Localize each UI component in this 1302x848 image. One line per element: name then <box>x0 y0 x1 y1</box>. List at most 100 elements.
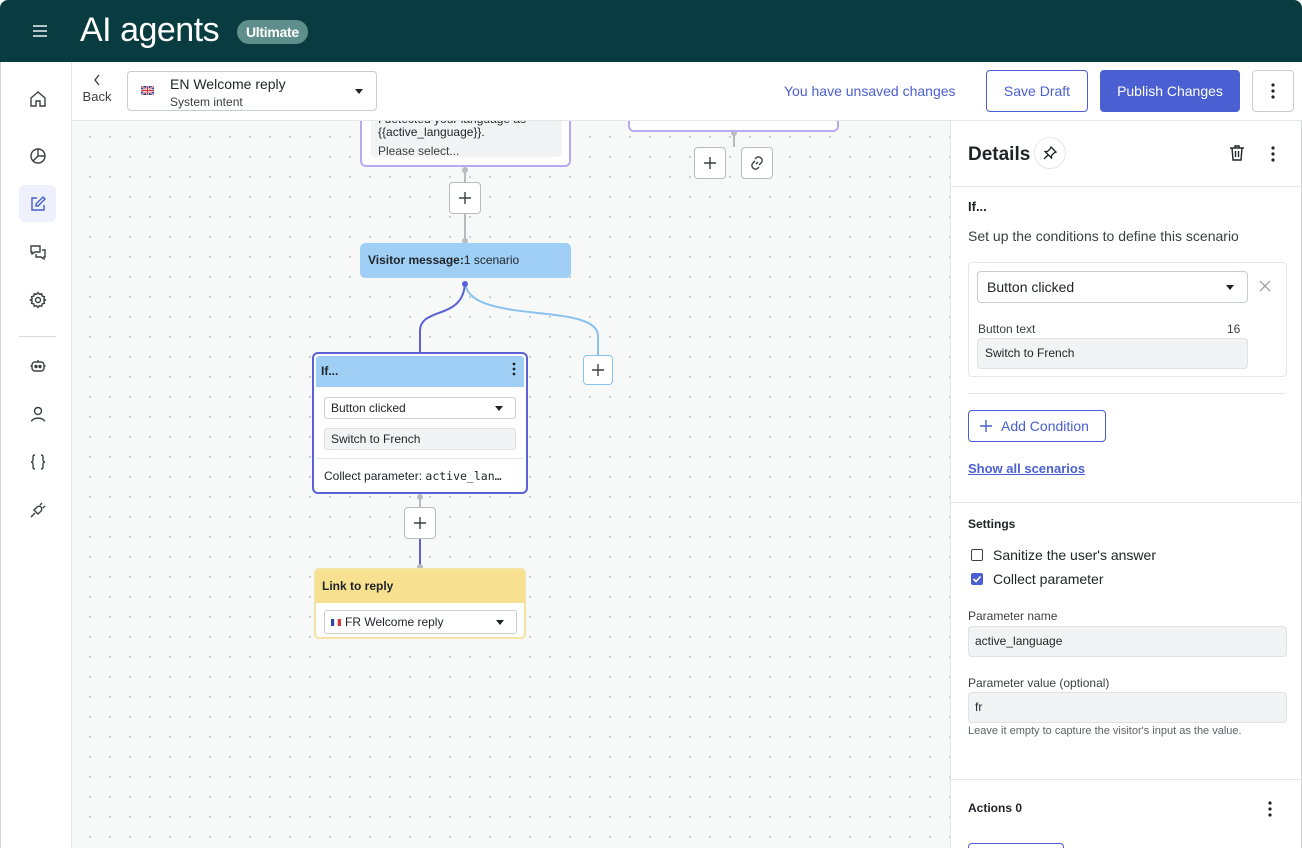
sanitize-label: Sanitize the user's answer <box>993 547 1156 563</box>
parameter-name-label: Parameter name <box>968 609 1058 623</box>
if-section-title: If... <box>968 199 987 214</box>
nav-home[interactable] <box>19 80 56 117</box>
sanitize-answer-row[interactable]: Sanitize the user's answer <box>971 547 1156 563</box>
divider <box>951 502 1301 503</box>
pin-icon <box>1043 146 1057 160</box>
link-node-title: Link to reply <box>316 570 524 603</box>
nav-edit[interactable] <box>19 185 56 222</box>
caret-down-icon <box>355 89 363 94</box>
nav-conversations[interactable] <box>19 233 56 270</box>
parameter-value-input[interactable]: fr <box>968 692 1287 723</box>
home-icon <box>29 90 46 107</box>
save-draft-button[interactable]: Save Draft <box>986 70 1088 112</box>
code-braces-icon <box>30 453 45 470</box>
more-vertical-icon[interactable] <box>1271 146 1275 162</box>
publish-changes-button[interactable]: Publish Changes <box>1100 70 1240 112</box>
parameter-value-label: Parameter value (optional) <box>968 676 1110 690</box>
message-text: I detected your language as {{active_lan… <box>378 121 526 139</box>
more-vertical-icon[interactable] <box>1268 801 1272 817</box>
sanitize-checkbox[interactable] <box>971 549 983 561</box>
more-vertical-icon[interactable] <box>512 362 516 376</box>
collect-label: Collect parameter: <box>324 469 423 483</box>
button-text-label: Button text <box>978 322 1036 336</box>
add-action-button[interactable] <box>968 843 1064 848</box>
intent-type: System intent <box>170 95 243 109</box>
top-bar: AI agents Ultimate <box>0 0 1302 62</box>
divider <box>951 186 1301 187</box>
visitor-message-node[interactable]: Visitor message:1 scenario <box>360 243 571 278</box>
collect-parameter-row[interactable]: Collect parameter <box>971 571 1104 587</box>
add-step-button[interactable] <box>449 182 481 214</box>
close-icon[interactable] <box>1258 279 1272 293</box>
button-text-input[interactable]: Switch to French <box>977 338 1248 369</box>
uk-flag-icon <box>141 86 154 95</box>
details-panel: Details If... Set up the conditions to d… <box>950 121 1302 848</box>
nav-settings[interactable] <box>19 281 56 318</box>
plus-icon <box>704 157 716 169</box>
plus-icon <box>980 420 992 432</box>
visitor-message-label: Visitor message: <box>368 253 464 267</box>
if-node-button-text[interactable]: Switch to French <box>324 428 516 450</box>
add-step-button-2[interactable] <box>694 147 726 179</box>
condition-card: Button clicked Button text 16 Switch to … <box>968 262 1287 377</box>
trash-icon[interactable] <box>1227 143 1247 163</box>
message-node-2[interactable] <box>628 121 839 132</box>
caret-down-icon <box>496 620 504 625</box>
pin-button[interactable] <box>1034 137 1066 169</box>
chevron-left-icon <box>94 74 100 86</box>
add-scenario-button[interactable] <box>583 355 613 385</box>
fr-flag-icon <box>331 619 341 626</box>
collect-param: active_lan… <box>425 469 502 483</box>
back-button[interactable]: Back <box>80 72 114 104</box>
settings-icon <box>28 290 47 309</box>
flow-canvas[interactable]: I detected your language as {{active_lan… <box>72 121 950 848</box>
settings-title: Settings <box>968 517 1016 531</box>
if-node-condition-select[interactable]: Button clicked <box>324 397 516 419</box>
message-node[interactable]: I detected your language as {{active_lan… <box>360 121 571 167</box>
add-condition-button[interactable]: Add Condition <box>968 410 1106 442</box>
nav-user[interactable] <box>19 395 56 432</box>
divider <box>951 779 1301 780</box>
condition-type-select[interactable]: Button clicked <box>977 271 1248 303</box>
plan-badge: Ultimate <box>237 20 308 44</box>
link-icon <box>751 156 763 170</box>
add-condition-label: Add Condition <box>1001 418 1089 434</box>
nav-integrations[interactable] <box>19 491 56 528</box>
parameter-name-input[interactable]: active_language <box>968 626 1287 657</box>
link-to-reply-node[interactable]: Link to reply FR Welcome reply <box>314 568 526 639</box>
if-node-title: If... <box>316 356 524 387</box>
nav-analytics[interactable] <box>19 137 56 174</box>
add-step-button-3[interactable] <box>404 507 436 539</box>
nav-code[interactable] <box>19 443 56 480</box>
more-vertical-icon <box>1271 83 1275 99</box>
collect-parameter-checkbox[interactable] <box>971 573 983 585</box>
more-options-button[interactable] <box>1252 70 1294 112</box>
button-text-char-count: 16 <box>1227 322 1241 336</box>
unsaved-changes-text: You have unsaved changes <box>784 83 956 99</box>
left-nav <box>0 62 72 848</box>
nav-bot[interactable] <box>19 347 56 384</box>
analytics-icon <box>29 147 46 164</box>
link-target-select[interactable]: FR Welcome reply <box>324 610 517 634</box>
back-label: Back <box>82 89 112 104</box>
condition-type-value: Button clicked <box>987 279 1075 295</box>
actions-title: Actions 0 <box>968 801 1023 815</box>
menu-icon[interactable] <box>33 25 47 37</box>
intent-select[interactable]: EN Welcome reply System intent <box>127 71 377 111</box>
integrations-plug-icon <box>30 502 45 517</box>
bot-icon <box>30 359 45 372</box>
message-text-2: Please select... <box>378 144 460 158</box>
divider <box>968 393 1285 394</box>
condition-value: Button clicked <box>331 401 406 415</box>
link-step-button[interactable] <box>741 147 773 179</box>
show-all-scenarios-link[interactable]: Show all scenarios <box>968 461 1086 476</box>
if-scenario-node[interactable]: If... Button clicked Switch to French Co… <box>312 352 528 494</box>
plus-icon <box>414 517 426 529</box>
plus-icon <box>592 364 604 376</box>
user-icon <box>30 406 45 422</box>
caret-down-icon <box>495 406 503 411</box>
parameter-value-hint: Leave it empty to capture the visitor's … <box>968 725 1242 737</box>
check-icon <box>972 575 982 583</box>
editor-toolbar: Back EN Welcome reply System intent You … <box>72 62 1302 121</box>
caret-down-icon <box>1226 285 1234 290</box>
